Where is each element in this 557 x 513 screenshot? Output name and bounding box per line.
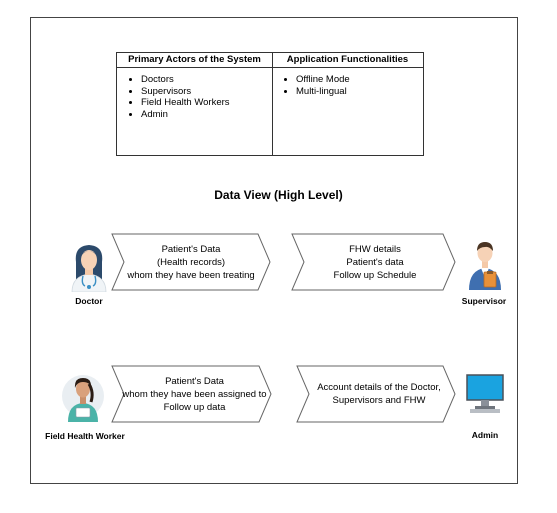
fhw-label: Field Health Worker — [45, 431, 125, 441]
admin-arrow-line: Account details of the Doctor, — [317, 382, 441, 393]
diagram-frame — [30, 17, 518, 484]
fhw-arrow-text: Patient's Data whom they have been assig… — [116, 375, 273, 414]
field-health-worker-icon — [62, 375, 104, 422]
actors-list: Doctors Supervisors Field Health Workers… — [117, 74, 272, 120]
summary-table: Primary Actors of the System Doctors Sup… — [116, 52, 424, 156]
fhw-arrow-line: Patient's Data — [165, 376, 224, 387]
fhw-arrow-line: whom they have been assigned to — [122, 389, 267, 400]
doctor-arrow-line: whom they have been treating — [127, 270, 255, 281]
doctor-arrow-text: Patient's Data (Health records) whom the… — [116, 243, 266, 282]
supervisor-arrow-text: FHW details Patient's data Follow up Sch… — [300, 243, 450, 282]
functionalities-column-header: Application Functionalities — [272, 53, 423, 68]
functionalities-list: Offline Mode Multi-lingual — [272, 74, 423, 97]
supervisor-arrow-line: Patient's data — [346, 257, 404, 268]
list-item: Field Health Workers — [141, 97, 272, 109]
fhw-arrow-line: Follow up data — [163, 402, 226, 413]
fhw-data-arrow — [111, 365, 272, 423]
diagram-title: Data View (High Level) — [214, 188, 343, 202]
doctor-data-arrow — [111, 233, 271, 291]
list-item: Offline Mode — [296, 74, 423, 86]
admin-arrow-line: Supervisors and FHW — [332, 395, 426, 406]
supervisor-data-arrow — [291, 233, 456, 291]
admin-label: Admin — [471, 430, 499, 440]
list-item: Admin — [141, 109, 272, 121]
doctor-arrow-line: (Health records) — [156, 257, 226, 268]
doctor-arrow-line: Patient's Data — [161, 244, 221, 255]
doctor-icon — [71, 245, 107, 292]
actors-column: Primary Actors of the System Doctors Sup… — [117, 53, 273, 155]
admin-monitor-icon — [466, 374, 504, 413]
actors-column-header: Primary Actors of the System — [117, 53, 272, 68]
doctor-label: Doctor — [75, 296, 103, 306]
admin-arrow-text: Account details of the Doctor, Superviso… — [305, 381, 453, 407]
list-item: Multi-lingual — [296, 86, 423, 98]
supervisor-label: Supervisor — [461, 296, 507, 306]
list-item: Supervisors — [141, 86, 272, 98]
list-item: Doctors — [141, 74, 272, 86]
admin-data-arrow — [296, 365, 456, 423]
supervisor-arrow-line: Follow up Schedule — [333, 270, 417, 281]
supervisor-icon — [469, 242, 501, 290]
functionalities-column: Application Functionalities Offline Mode… — [272, 53, 423, 155]
supervisor-arrow-line: FHW details — [349, 244, 401, 255]
